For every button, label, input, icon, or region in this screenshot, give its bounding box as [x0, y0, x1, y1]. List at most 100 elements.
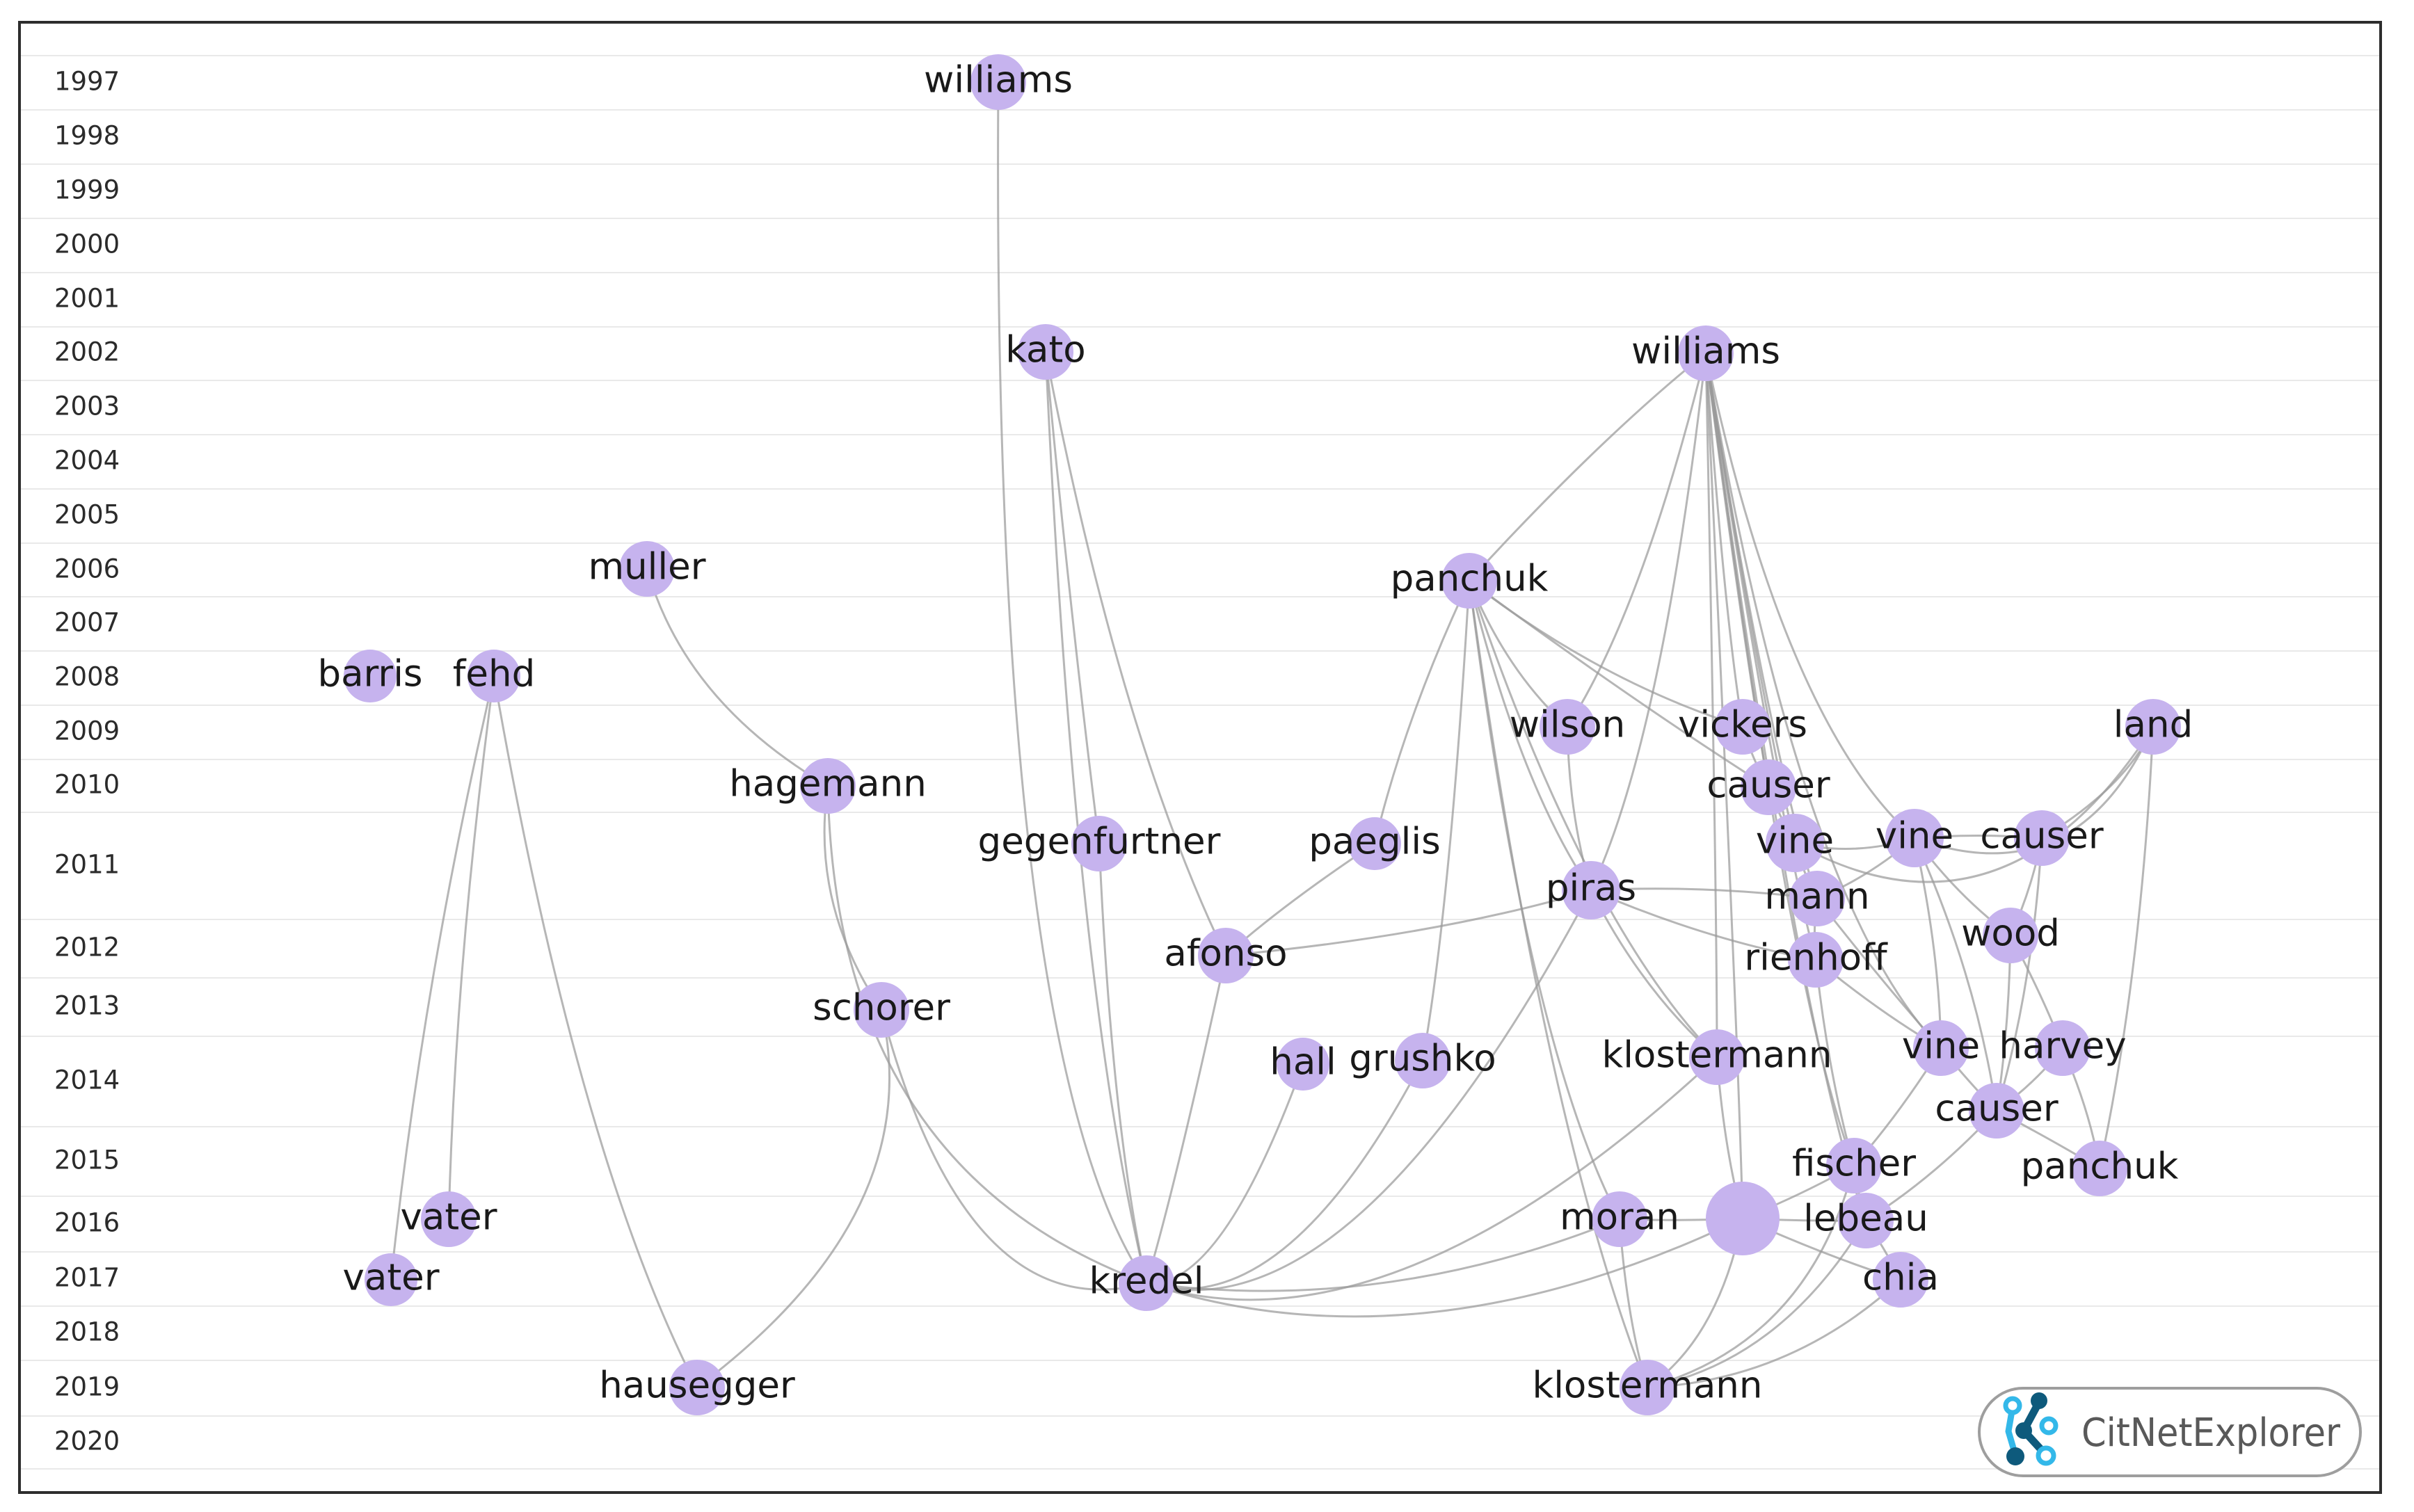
node-label-williams1997: williams	[924, 59, 1073, 102]
node-label-harvey: harvey	[1999, 1025, 2126, 1068]
node-label-grushko: grushko	[1349, 1038, 1496, 1080]
citation-edge	[1793, 725, 2155, 883]
node-label-muller: muller	[588, 546, 705, 588]
node-label-barris: barris	[317, 653, 422, 695]
publication-node-causer[interactable]	[1741, 759, 1796, 815]
publication-node-kato[interactable]	[1018, 324, 1073, 380]
citation-edge	[646, 568, 829, 787]
node-label-mann: mann	[1764, 876, 1869, 918]
citation-edge	[1145, 1218, 1621, 1292]
publication-node-grushko[interactable]	[1395, 1033, 1450, 1088]
publication-node-moran[interactable]	[1592, 1191, 1647, 1247]
publication-node-fehd[interactable]	[467, 650, 520, 702]
publication-node-afonso[interactable]	[1198, 928, 1254, 983]
publication-node-klostermann[interactable]	[1689, 1029, 1745, 1085]
node-label-hagemann: hagemann	[729, 763, 927, 805]
publication-node-fischer[interactable]	[1826, 1138, 1882, 1193]
publication-node-wilson[interactable]	[1540, 699, 1595, 755]
publication-node-hausegger[interactable]	[669, 1360, 725, 1415]
year-label-2017: 2017	[54, 1263, 120, 1293]
citnetexplorer-logo: CitNetExplorer	[1978, 1387, 2362, 1477]
node-label-gegenfurtner: gegenfurtner	[978, 821, 1221, 863]
year-label-2012: 2012	[54, 933, 120, 963]
publication-node-vater[interactable]	[365, 1253, 417, 1306]
publication-node-causer[interactable]	[1969, 1083, 2024, 1139]
publication-node-paeglis[interactable]	[1348, 817, 1401, 870]
publication-node-causer[interactable]	[2014, 810, 2070, 866]
citation-edge	[823, 785, 883, 1011]
publication-node-mann[interactable]	[1789, 871, 1845, 926]
publication-node-hall[interactable]	[1277, 1038, 1329, 1091]
publication-node-klostermann[interactable]	[1620, 1360, 1675, 1415]
citnetexplorer-logo-text: CitNetExplorer	[2081, 1410, 2341, 1456]
publication-node-piras[interactable]	[1562, 861, 1620, 919]
node-label-fischer: fischer	[1792, 1143, 1916, 1185]
node-label-kredel: kredel	[1089, 1260, 1204, 1303]
publication-node-kredel[interactable]	[1119, 1255, 1174, 1311]
citation-edge	[1704, 352, 1744, 728]
publication-node-lebeau[interactable]	[1838, 1193, 1894, 1248]
citation-edge	[1044, 351, 1227, 957]
citation-edge	[1468, 579, 1592, 892]
citation-edge	[1145, 954, 1227, 1285]
year-label-2004: 2004	[54, 446, 120, 476]
node-label-hausegger: hausegger	[599, 1365, 795, 1407]
node-label-lebeau: lebeau	[1803, 1198, 1928, 1240]
publication-node-wood[interactable]	[1983, 908, 2038, 963]
publication-node-muller[interactable]	[619, 541, 675, 597]
publication-node-harvey[interactable]	[2035, 1020, 2091, 1076]
year-label-2007: 2007	[54, 608, 120, 638]
node-label-klostermann2019: klostermann	[1533, 1365, 1763, 1407]
publication-node-panchuk[interactable]	[1441, 553, 1497, 609]
citation-edge	[696, 1008, 890, 1389]
node-label-causer_b: causer	[1980, 815, 2103, 858]
year-label-1998: 1998	[54, 121, 120, 151]
publication-node-barris[interactable]	[344, 650, 397, 702]
publication-node-rienhoff[interactable]	[1788, 932, 1844, 988]
node-label-land: land	[2113, 704, 2193, 746]
node-label-causer2010: causer	[1706, 764, 1830, 807]
citation-edge	[1224, 889, 1592, 957]
publication-node-panchuk[interactable]	[2072, 1141, 2127, 1196]
citation-edge	[1646, 1278, 1902, 1389]
citation-edge	[1421, 579, 1471, 1062]
citation-edge	[1145, 1056, 1718, 1301]
publication-node-schorer[interactable]	[854, 982, 909, 1038]
year-label-2019: 2019	[54, 1372, 120, 1402]
year-label-2008: 2008	[54, 662, 120, 692]
year-label-1999: 1999	[54, 175, 120, 205]
node-label-vater2017: vater	[342, 1257, 439, 1299]
node-label-panchuk2015: panchuk	[2021, 1145, 2179, 1188]
publication-node-chia[interactable]	[1873, 1252, 1928, 1308]
publication-node-vickers[interactable]	[1715, 699, 1770, 755]
node-label-piras: piras	[1546, 867, 1636, 910]
node-label-williams2002: williams	[1631, 330, 1780, 373]
citation-edge	[1373, 579, 1471, 845]
publication-node-vater[interactable]	[421, 1191, 477, 1247]
citation-edge	[1913, 837, 1998, 1112]
citation-edge	[1704, 352, 1916, 839]
node-label-hall: hall	[1270, 1041, 1336, 1084]
year-label-2005: 2005	[54, 500, 120, 530]
citation-edge	[1995, 837, 2043, 1112]
year-label-2000: 2000	[54, 230, 120, 259]
publication-node-hagemann[interactable]	[800, 758, 856, 814]
citation-edge	[1468, 352, 1707, 582]
citation-edge	[1704, 352, 1744, 1220]
publication-node[interactable]	[1706, 1182, 1780, 1255]
publication-node-vine[interactable]	[1913, 1020, 1969, 1076]
year-label-1997: 1997	[54, 67, 120, 97]
citnetexplorer-logo-box	[1978, 1387, 2362, 1477]
publication-node-williams[interactable]	[970, 54, 1026, 110]
citation-edge	[1704, 352, 1718, 1059]
publication-node-land[interactable]	[2125, 699, 2181, 755]
publication-node-vine[interactable]	[1766, 814, 1824, 872]
citation-edge	[2098, 725, 2155, 1170]
citation-edge	[1590, 889, 1817, 961]
publication-node-vine[interactable]	[1885, 809, 1944, 867]
year-label-2013: 2013	[54, 991, 120, 1021]
publication-node-williams[interactable]	[1678, 325, 1734, 381]
publication-node-gegenfurtner[interactable]	[1071, 816, 1127, 871]
node-label-paeglis: paeglis	[1309, 821, 1440, 863]
